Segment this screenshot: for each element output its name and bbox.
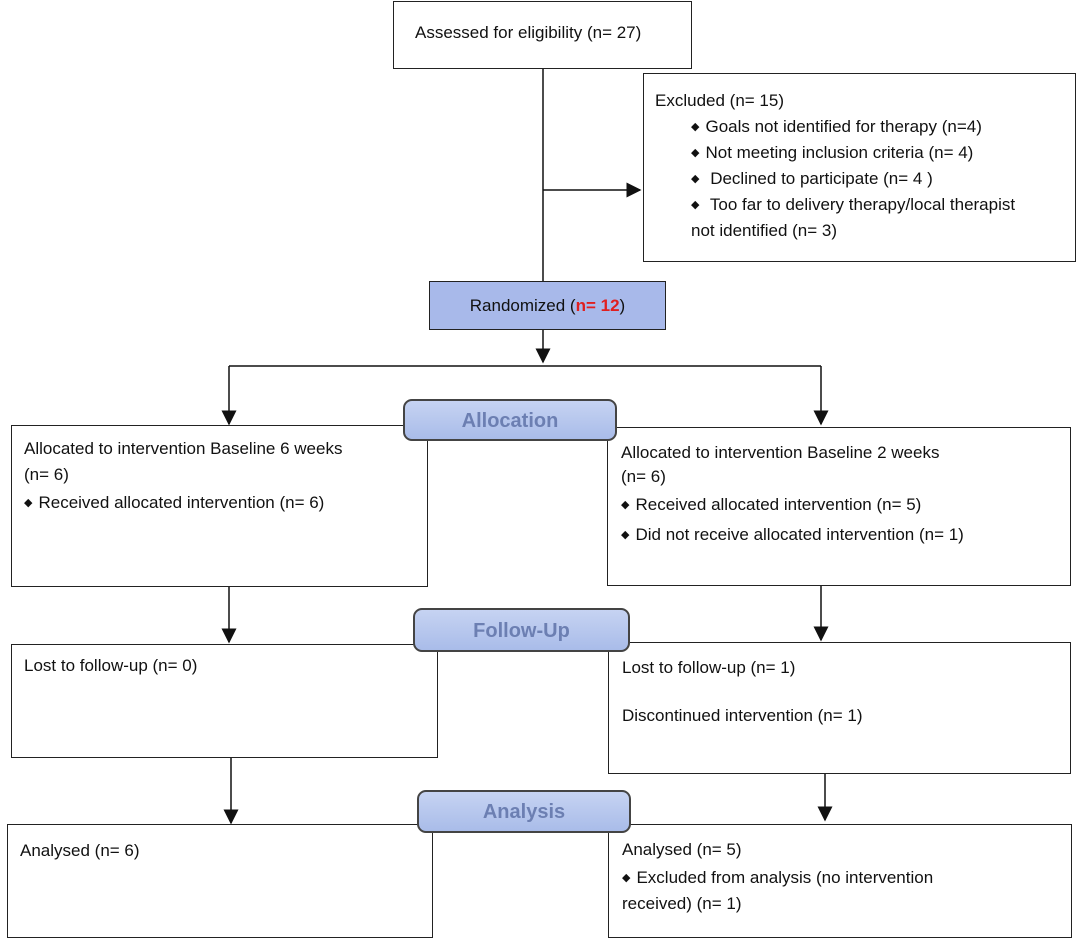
bullet-icon: ◆: [24, 497, 33, 509]
left-allocation-count: (n= 6): [24, 465, 69, 484]
bullet-icon: ◆: [691, 173, 700, 185]
bullet-icon: ◆: [622, 872, 631, 884]
bullet-icon: ◆: [621, 499, 630, 511]
bullet-icon: ◆: [691, 147, 700, 159]
right-allocation-item: ◆Did not receive allocated intervention …: [621, 525, 964, 544]
right-analysis-text: Analysed (n= 5): [622, 840, 742, 859]
assessed-text: Assessed for eligibility (n= 27): [415, 23, 642, 42]
bullet-icon: ◆: [691, 121, 700, 133]
excluded-box: Excluded (n= 15) ◆Goals not identified f…: [643, 73, 1076, 262]
assessed-box: Assessed for eligibility (n= 27): [393, 1, 692, 69]
right-allocation-box: Allocated to intervention Baseline 2 wee…: [607, 427, 1071, 586]
stage-followup: Follow-Up: [413, 608, 630, 652]
left-followup-box: Lost to follow-up (n= 0): [11, 644, 438, 758]
excluded-item: ◆ Declined to participate (n= 4 ): [691, 169, 933, 188]
left-followup-text: Lost to follow-up (n= 0): [24, 656, 198, 675]
left-allocation-item: ◆Received allocated intervention (n= 6): [24, 493, 325, 512]
excluded-item: ◆Not meeting inclusion criteria (n= 4): [691, 143, 974, 162]
right-allocation-count: (n= 6): [621, 467, 666, 486]
right-followup-discontinued: Discontinued intervention (n= 1): [622, 706, 863, 725]
randomized-count: n= 12: [575, 296, 620, 315]
stage-analysis: Analysis: [417, 790, 631, 833]
left-analysis-text: Analysed (n= 6): [20, 841, 140, 860]
right-allocation-title: Allocated to intervention Baseline 2 wee…: [621, 443, 940, 462]
right-followup-box: Lost to follow-up (n= 1) Discontinued in…: [608, 642, 1071, 774]
excluded-item: ◆ Too far to delivery therapy/local ther…: [691, 195, 1016, 214]
right-analysis-item: ◆Excluded from analysis (no intervention: [622, 868, 934, 887]
excluded-item-continued: not identified (n= 3): [691, 221, 838, 240]
stage-allocation: Allocation: [403, 399, 617, 441]
left-analysis-box: Analysed (n= 6): [7, 824, 433, 938]
right-analysis-item-continued: received) (n= 1): [622, 894, 742, 913]
left-allocation-box: Allocated to intervention Baseline 6 wee…: [11, 425, 428, 587]
right-allocation-item: ◆Received allocated intervention (n= 5): [621, 495, 922, 514]
excluded-title: Excluded (n= 15): [655, 91, 784, 110]
excluded-item: ◆Goals not identified for therapy (n=4): [691, 117, 982, 136]
right-analysis-box: Analysed (n= 5) ◆Excluded from analysis …: [608, 824, 1072, 938]
randomized-box: Randomized (n= 12): [429, 281, 666, 330]
randomized-text: Randomized (n= 12): [469, 296, 626, 315]
right-followup-lost: Lost to follow-up (n= 1): [622, 658, 796, 677]
bullet-icon: ◆: [621, 529, 630, 541]
left-allocation-title: Allocated to intervention Baseline 6 wee…: [24, 439, 343, 458]
bullet-icon: ◆: [691, 199, 700, 211]
